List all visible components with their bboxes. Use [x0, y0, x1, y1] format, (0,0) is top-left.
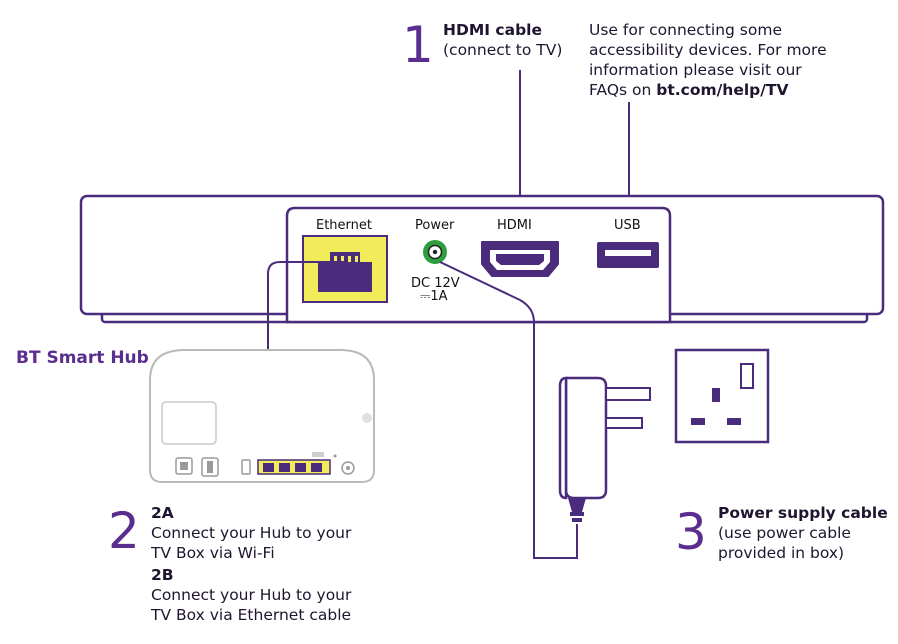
usb-label: USB: [614, 218, 641, 233]
power-port: [423, 240, 447, 264]
step-3-line-1: (use power cable: [718, 524, 851, 542]
ethernet-label: Ethernet: [316, 218, 372, 233]
step-1-title: HDMI cable: [443, 21, 542, 39]
option-2b-label: 2B: [151, 566, 174, 584]
step-1-number: 1: [402, 16, 434, 74]
option-2a-label: 2A: [151, 504, 174, 522]
usb-note-line-3: information please visit our: [589, 61, 802, 79]
wall-socket: [674, 348, 770, 444]
power-cable: [439, 261, 578, 559]
usb-note-line-1: Use for connecting some: [589, 21, 783, 39]
usb-port: [597, 242, 659, 268]
power-label: Power: [415, 218, 455, 233]
hub-title: BT Smart Hub: [16, 348, 149, 368]
power-adapter: [558, 376, 651, 522]
step-3-line-2: provided in box): [718, 544, 845, 562]
step-1-subtitle: (connect to TV): [443, 41, 563, 59]
step-3-number: 3: [675, 503, 707, 561]
step-2-number: 2: [108, 502, 140, 560]
usb-note-prefix: FAQs on: [589, 81, 657, 99]
step-3-title: Power supply cable: [718, 504, 888, 522]
ethernet-port: [302, 235, 388, 303]
ethernet-cable: [267, 261, 346, 470]
hdmi-label: HDMI: [497, 218, 532, 233]
option-2a-line-2: TV Box via Wi-Fi: [151, 544, 275, 562]
option-2a-line-1: Connect your Hub to your: [151, 524, 352, 542]
usb-note-line-4: FAQs on bt.com/help/TV: [589, 80, 789, 100]
usb-note-line-2: accessibility devices. For more: [589, 41, 827, 59]
faq-link[interactable]: bt.com/help/TV: [656, 81, 789, 99]
power-spec-voltage: DC 12V: [411, 276, 460, 291]
option-2b-line-2: TV Box via Ethernet cable: [151, 606, 352, 624]
option-2b-line-1: Connect your Hub to your: [151, 586, 352, 604]
hdmi-port: [481, 241, 559, 277]
power-spec-current: ⎓1A: [420, 289, 448, 304]
smart-hub: [149, 349, 375, 483]
